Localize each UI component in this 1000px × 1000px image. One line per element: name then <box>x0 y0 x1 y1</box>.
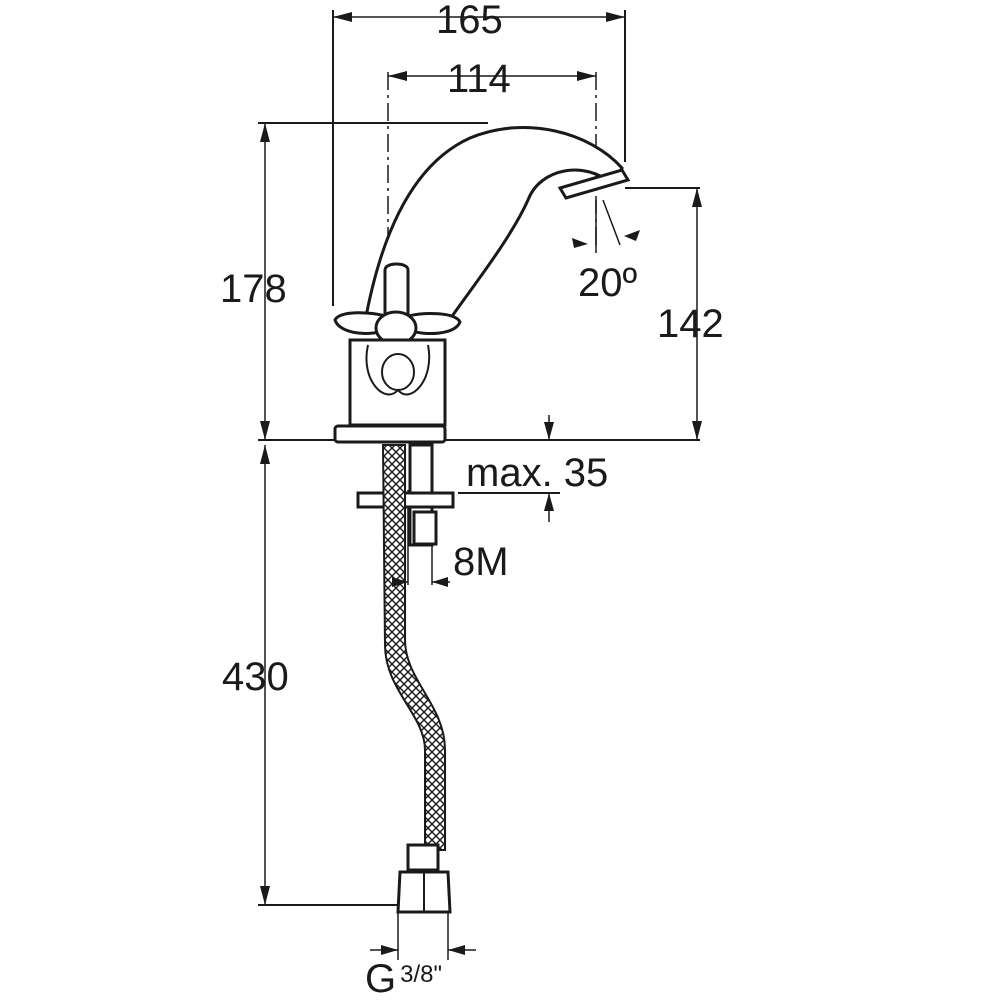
overall-height-label: 178 <box>220 267 287 311</box>
connection-fraction-label: 3/8" <box>400 961 442 988</box>
faucet-body <box>333 126 631 444</box>
stud-thread-label: 8M <box>453 540 509 584</box>
flexible-hose <box>381 444 452 914</box>
dimension-lines <box>260 12 702 955</box>
spout-height-label: 142 <box>657 302 724 346</box>
spout-angle-label: 20º <box>578 261 637 305</box>
hose-length-label: 430 <box>222 655 289 699</box>
overall-width-label: 165 <box>436 0 503 42</box>
spout-reach-label: 114 <box>447 57 511 101</box>
connection-main-label: G <box>365 957 396 1000</box>
max-deck-thickness-label: max. 35 <box>466 451 608 495</box>
